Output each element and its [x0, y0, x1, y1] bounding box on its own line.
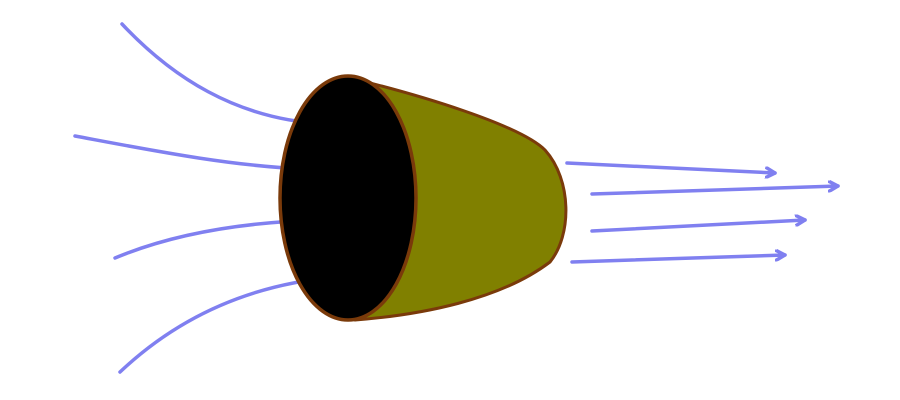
nozzle	[278, 74, 568, 322]
outflow-arrow	[590, 186, 840, 196]
nozzle-inlet-opening	[278, 74, 418, 322]
inflow-arrow	[120, 22, 329, 124]
outflow-arrow	[590, 220, 807, 233]
outflow-arrow	[570, 255, 787, 264]
outflow-arrow	[565, 161, 777, 173]
outflow-arrows	[565, 161, 840, 264]
inflow-arrow	[73, 134, 307, 169]
